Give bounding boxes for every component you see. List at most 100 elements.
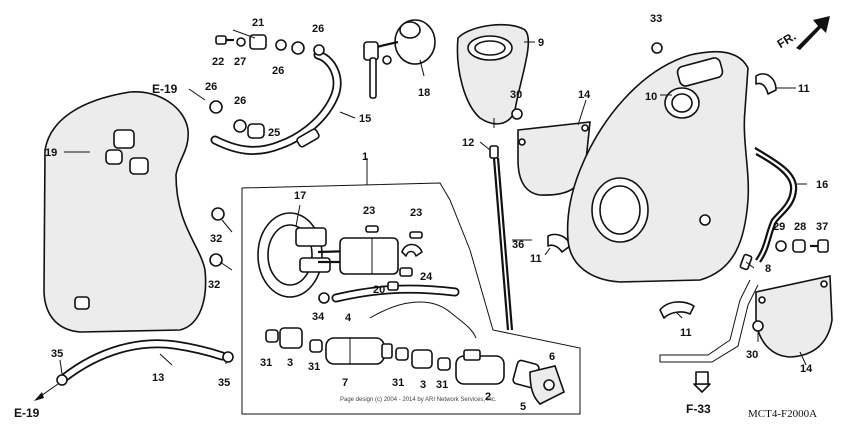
callout-5: 5 [520, 401, 526, 413]
callout-27: 27 [234, 56, 246, 68]
tube-36 [496, 157, 514, 331]
callout-14: 14 [578, 89, 591, 101]
callout-21: 21 [252, 17, 264, 29]
clamp-35 [56, 374, 68, 386]
leader-lines [59, 29, 807, 375]
band-31 [437, 357, 451, 371]
cowl-panel-19 [43, 91, 207, 333]
washer-26 [275, 39, 287, 51]
bracket-14 [755, 275, 833, 358]
callout-26: 26 [312, 23, 324, 35]
callout-23b: 23 [410, 207, 422, 219]
callout-26b: 26 [272, 65, 284, 77]
callout-37: 37 [816, 221, 828, 233]
callout-11: 11 [798, 83, 810, 95]
callout-15: 15 [359, 113, 371, 125]
bolt-30 [752, 320, 764, 332]
front-direction-arrow [796, 16, 830, 50]
clamp-35 [222, 351, 234, 363]
tube-36 [492, 157, 510, 331]
sleeve-3 [411, 349, 433, 369]
collar-28 [792, 239, 806, 253]
callout-29: 29 [773, 221, 785, 233]
bracket-hole [758, 296, 766, 304]
washer-26 [209, 100, 223, 114]
callout-31c: 31 [392, 377, 404, 389]
clip-24 [399, 267, 413, 277]
bolt-22 [215, 35, 234, 45]
callout-24: 24 [420, 271, 433, 283]
cushion-11 [547, 233, 571, 253]
panel-slot [105, 149, 123, 165]
callout-11c: 11 [680, 327, 692, 339]
callout-31d: 31 [436, 379, 448, 391]
bracket-hole [518, 138, 526, 146]
callout-31: 31 [260, 357, 272, 369]
hose-joint [296, 128, 320, 148]
callout-2: 2 [485, 391, 491, 403]
tank-plate-9 [456, 23, 530, 128]
section-ref-e19-top[interactable]: E-19 [152, 82, 178, 96]
washer-26 [233, 119, 247, 133]
f33-arrow [693, 383, 711, 393]
nut-32 [211, 207, 225, 221]
hose-16 [755, 153, 793, 261]
callout-32b: 32 [208, 279, 220, 291]
bolt-29 [775, 240, 787, 252]
callout-31b: 31 [308, 361, 320, 373]
nut-32 [209, 253, 223, 267]
bracket-hole [581, 124, 589, 132]
panel-slot [113, 129, 135, 149]
callout-9: 9 [538, 37, 544, 49]
arrow-head [34, 392, 44, 401]
cover-hole [543, 379, 555, 391]
callout-28: 28 [794, 221, 806, 233]
bolt-33 [651, 42, 663, 54]
hose-16 [754, 147, 798, 263]
panel-slot [129, 157, 149, 175]
callout-25: 25 [268, 127, 280, 139]
filter-2 [455, 349, 505, 385]
bolt-30 [511, 108, 523, 120]
collar-25 [247, 123, 265, 139]
fuel-pump-7 [325, 337, 393, 365]
callout-1: 1 [362, 151, 368, 163]
direction-label: FR. [775, 29, 799, 51]
callout-labels: 1 2 3 3 4 5 6 7 8 9 10 11 11 11 12 13 14… [45, 13, 828, 413]
callout-23: 23 [363, 205, 375, 217]
f33-arrow-stem [695, 371, 709, 385]
cushion-11 [755, 73, 777, 95]
callout-19: 19 [45, 147, 57, 159]
callout-3b: 3 [420, 379, 426, 391]
band-31 [395, 347, 409, 361]
assembly-1-frame [241, 182, 581, 415]
clip-20 [387, 281, 399, 291]
harness-4 [369, 301, 477, 339]
grommet [291, 41, 305, 55]
callout-34: 34 [312, 311, 325, 323]
callout-22: 22 [212, 56, 224, 68]
callout-10: 10 [645, 91, 657, 103]
f33-tube-outline [659, 279, 759, 363]
callout-33: 33 [650, 13, 662, 25]
fitting-12 [489, 145, 499, 159]
bolt-37 [810, 239, 829, 253]
fuel-tank-10 [566, 50, 750, 283]
section-ref-e19-bottom[interactable]: E-19 [14, 406, 40, 420]
copyright-text: Page design (c) 2004 - 2014 by ARI Netwo… [340, 397, 497, 403]
callout-32: 32 [210, 233, 222, 245]
band-34 [318, 292, 330, 304]
callout-36: 36 [512, 239, 524, 251]
callout-17: 17 [294, 190, 306, 202]
sleeve-3 [279, 327, 303, 349]
washer-27 [236, 37, 246, 47]
bracket-hole [820, 280, 828, 288]
pump-flange-17 [257, 212, 399, 298]
callout-14b: 14 [800, 363, 813, 375]
section-ref-f33[interactable]: F-33 [686, 402, 711, 416]
collar-21 [249, 34, 267, 50]
washer-26 [313, 44, 325, 56]
panel-slot [74, 296, 90, 310]
